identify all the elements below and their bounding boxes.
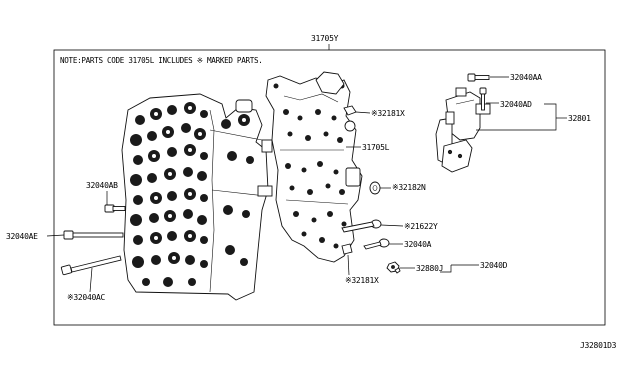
callout-31705L[interactable]: 31705L	[362, 143, 390, 152]
leader-32181X-bottom	[347, 254, 350, 276]
nut-32880J	[386, 261, 401, 274]
diagram-frame	[53, 49, 606, 326]
callout-32040A[interactable]: 32040A	[404, 240, 432, 249]
bolt-32040AC	[60, 255, 122, 276]
leader-32801-bracket	[476, 103, 557, 131]
callout-32040AE[interactable]: 32040AE	[6, 232, 38, 241]
bolt-32040AA	[467, 73, 490, 82]
leader-32181X-top	[355, 111, 371, 114]
plug-32181X-bottom	[341, 243, 353, 255]
bolt-32040AD	[479, 87, 487, 111]
callout-21622Y[interactable]: ※21622Y	[404, 222, 438, 231]
callout-31705Y[interactable]: 31705Y	[311, 34, 339, 43]
callout-32040D[interactable]: 32040D	[480, 261, 508, 270]
bolt-32040A	[363, 238, 390, 250]
callout-32182N[interactable]: ※32182N	[392, 183, 426, 192]
note-text: NOTE:PARTS CODE 31705L INCLUDES ※ MARKED…	[60, 56, 263, 65]
callout-32801[interactable]: 32801	[568, 114, 591, 123]
leader-21622Y	[380, 224, 404, 227]
leader-32040AE	[46, 234, 65, 237]
bolt-32040AE	[63, 230, 124, 240]
callout-32040AA[interactable]: 32040AA	[510, 73, 542, 82]
callout-32040AB[interactable]: 32040AB	[86, 181, 118, 190]
leader-32040AC	[89, 267, 93, 293]
callout-32181X-bottom[interactable]: ※32181X	[345, 276, 379, 285]
valve-body-illustration	[121, 93, 273, 301]
callout-32040AC[interactable]: ※32040AC	[67, 293, 106, 302]
bolt-21622Y	[341, 219, 382, 233]
washer-32182N	[369, 181, 381, 195]
callout-32880J[interactable]: 32880J	[416, 264, 443, 273]
bolt-32040AB	[104, 204, 126, 213]
callout-32181X-top[interactable]: ※32181X	[371, 109, 405, 118]
solenoid-32801-illustration	[435, 87, 491, 173]
drawing-code: J32801D3	[580, 341, 617, 350]
callout-32040AD[interactable]: 32040AD	[500, 100, 532, 109]
leader-32040D-bracket	[440, 265, 452, 273]
plate-31705L-illustration	[265, 71, 363, 263]
